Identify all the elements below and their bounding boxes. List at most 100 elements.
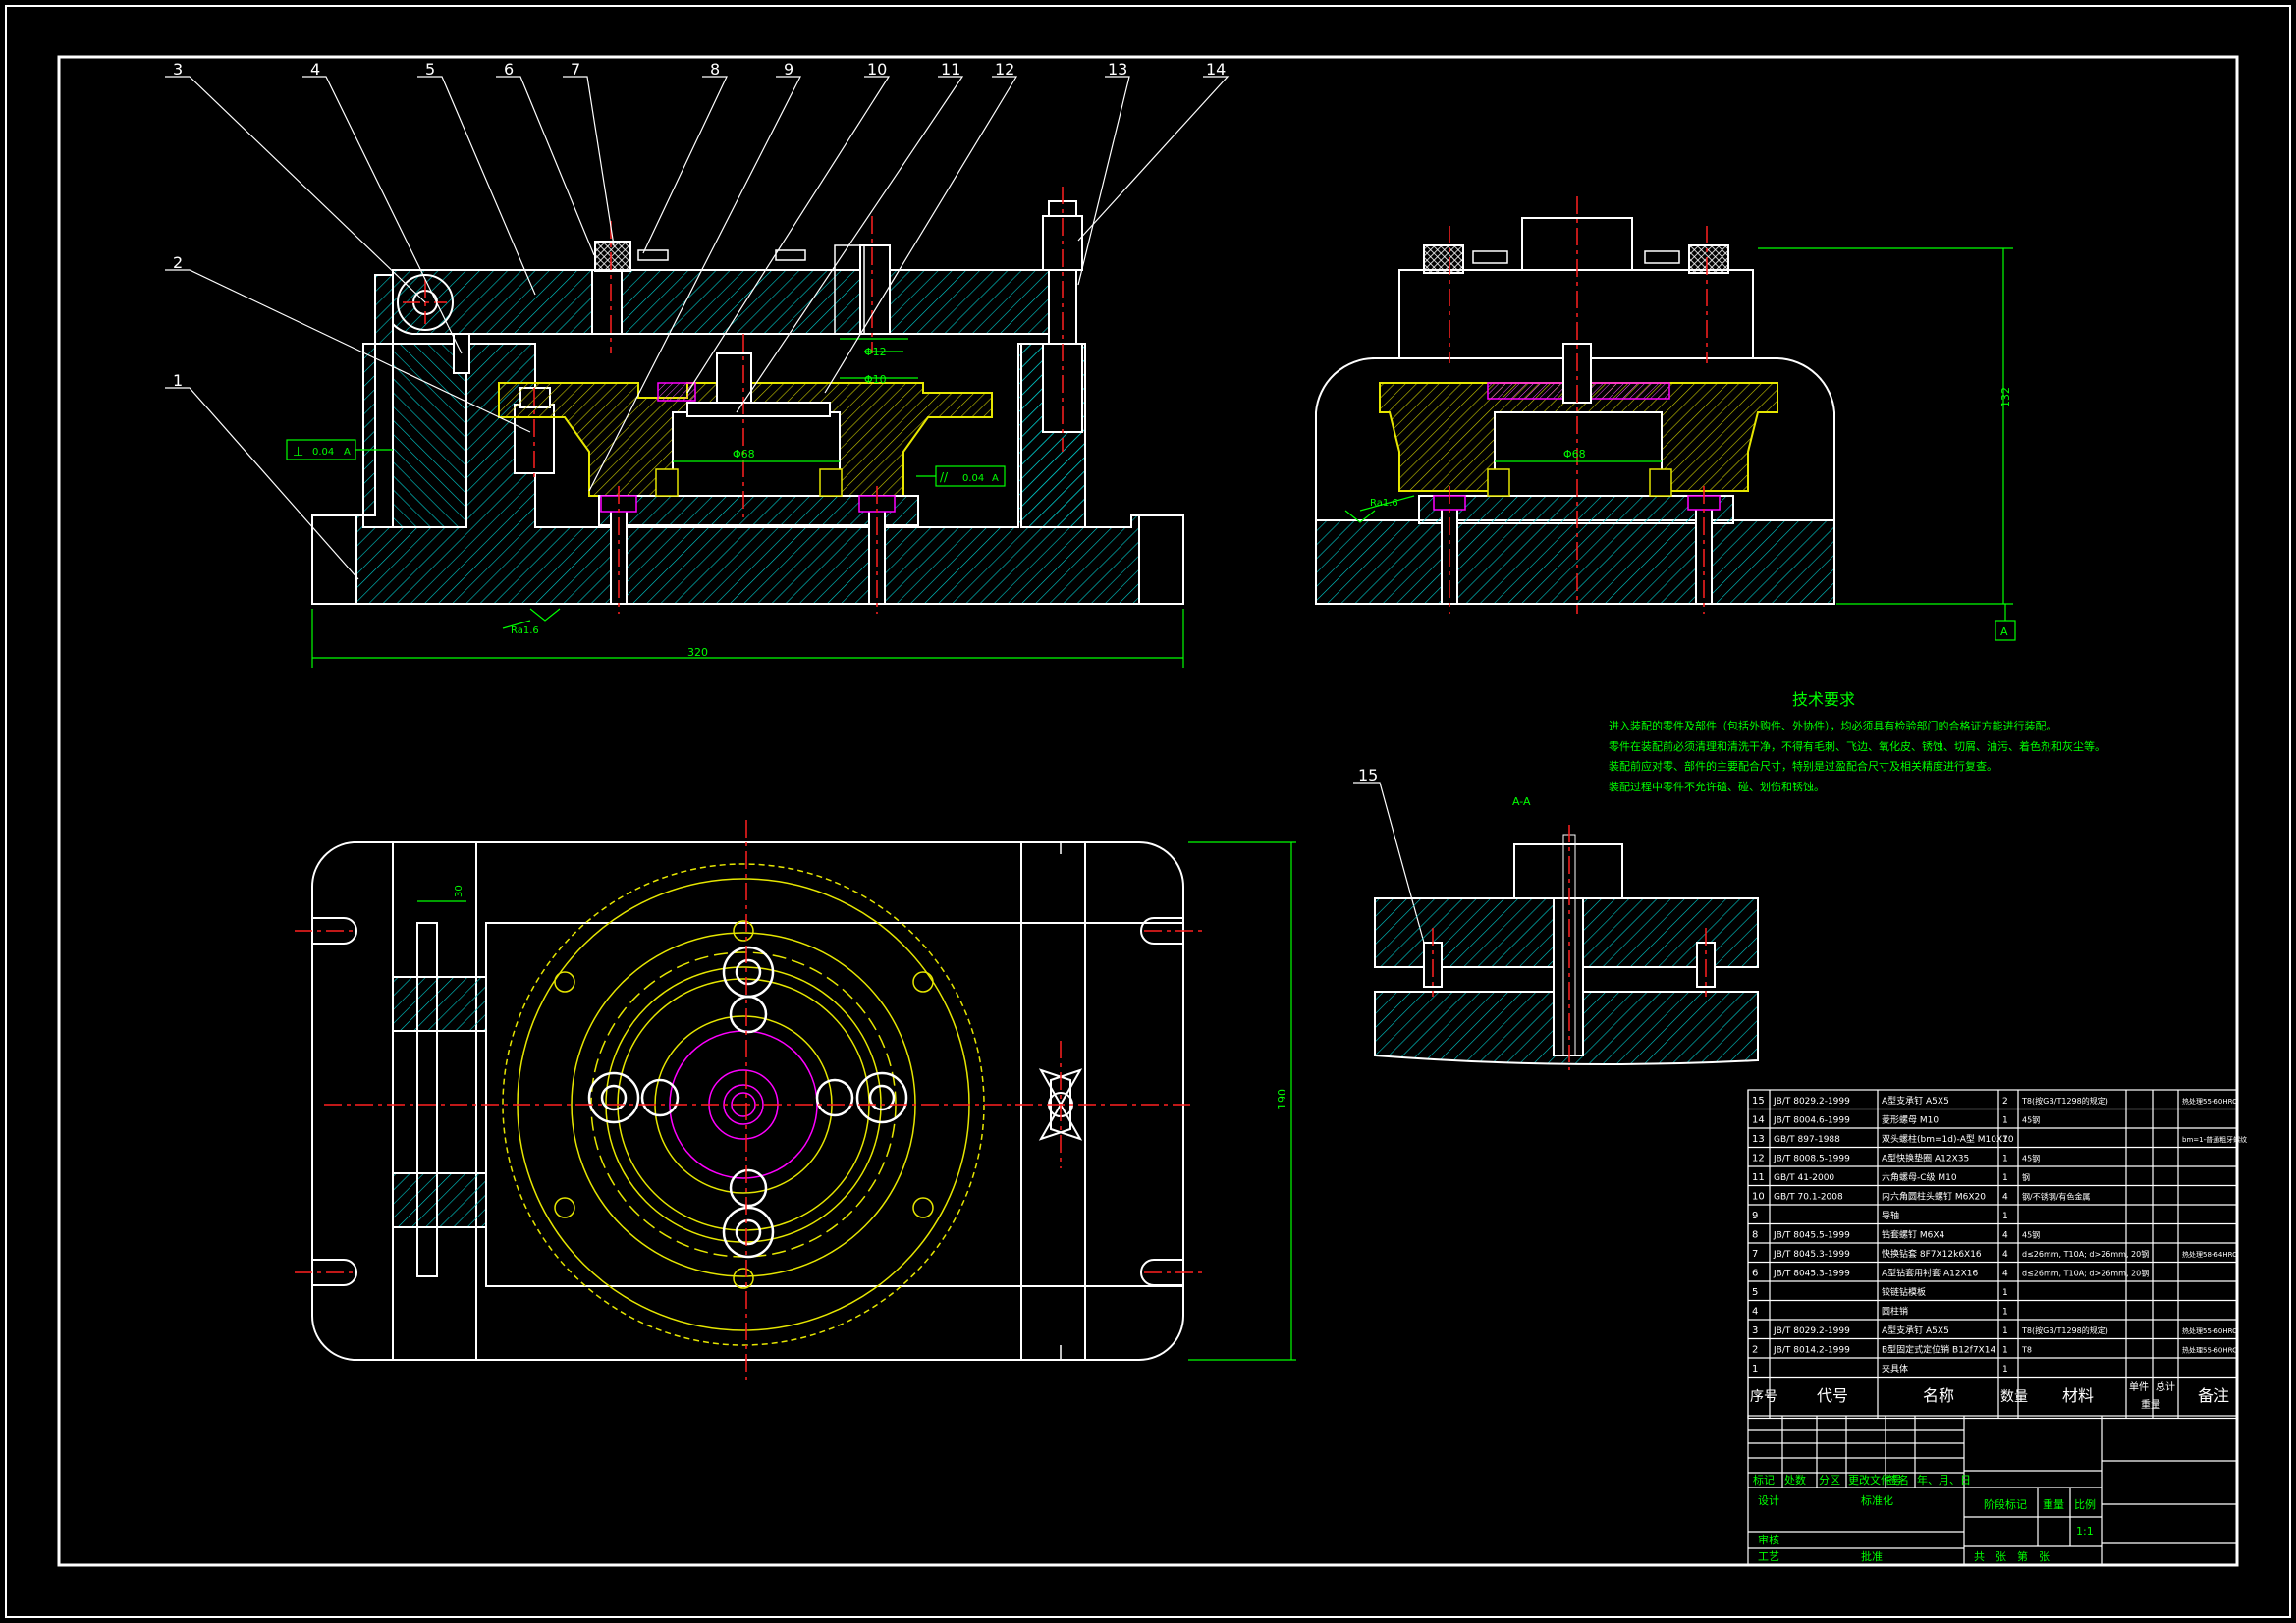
bom-cell-no: 7 bbox=[1752, 1249, 1758, 1260]
bom-cell-qty: 1 bbox=[2002, 1308, 2008, 1318]
top-view: 190 30 bbox=[295, 820, 1296, 1384]
bom-cell-no: 10 bbox=[1752, 1192, 1765, 1203]
bom-cell-name: 钻套螺钉 M6X4 bbox=[1882, 1229, 1945, 1241]
balloon-6: 6 bbox=[504, 60, 514, 79]
bom-cell-code: GB/T 897-1988 bbox=[1774, 1135, 1840, 1145]
bom-cell-qty: 1 bbox=[2002, 1346, 2008, 1356]
bom-cell-code: JB/T 8014.2-1999 bbox=[1773, 1346, 1850, 1356]
bom-cell-name: A型支承钉 A5X5 bbox=[1882, 1095, 1949, 1107]
bom-cell-no: 8 bbox=[1752, 1230, 1758, 1241]
bom-cell-name: A型钻套用衬套 A12X16 bbox=[1882, 1268, 1979, 1279]
bom-cell-mat: d≤26mm, T10A; d>26mm, 20钢 bbox=[2022, 1269, 2149, 1278]
tb-scale-value: 1:1 bbox=[2076, 1525, 2094, 1538]
tb-scale: 比例 bbox=[2074, 1497, 2096, 1511]
balloon-14: 14 bbox=[1206, 60, 1226, 79]
bom-cell-no: 6 bbox=[1752, 1269, 1758, 1279]
bom-cell-code: JB/T 8045.3-1999 bbox=[1773, 1250, 1850, 1260]
bom-cell-mat: d≤26mm, T10A; d>26mm, 20钢 bbox=[2022, 1249, 2149, 1259]
bom-cell-name: 铰链钻模板 bbox=[1882, 1286, 1926, 1298]
bom-cell-mat: 45钢 bbox=[2022, 1230, 2040, 1240]
perp-symbol: ⊥ bbox=[293, 445, 303, 460]
bom-cell-mat: 钢 bbox=[2022, 1172, 2030, 1182]
bom-cell-code: JB/T 8029.2-1999 bbox=[1773, 1097, 1850, 1107]
datum-a-side: A bbox=[2000, 625, 2008, 638]
dim-bush-10: Φ10 bbox=[864, 373, 887, 386]
bom-cell-mat: 45钢 bbox=[2022, 1115, 2040, 1125]
bom-cell-no: 9 bbox=[1752, 1211, 1758, 1221]
bom-cell-qty: 2 bbox=[2002, 1097, 2008, 1107]
bom-cell-qty: 4 bbox=[2002, 1250, 2008, 1260]
dim-bush-12: Φ12 bbox=[864, 346, 887, 358]
bom-cell-qty: 1 bbox=[2002, 1135, 2008, 1145]
bom-header-total: 总计 bbox=[2156, 1380, 2175, 1393]
tech-requirements: 技术要求 进入装配的零件及部件（包括外购件、外协件），均必须具有检验部门的合格证… bbox=[1609, 690, 2105, 793]
bom-cell-no: 4 bbox=[1752, 1307, 1758, 1318]
left-upright bbox=[392, 343, 467, 528]
bom-cell-remark: bm=1-普通粗牙螺纹 bbox=[2182, 1135, 2247, 1144]
bom-cell-qty: 1 bbox=[2002, 1173, 2008, 1183]
tb-sign: 签名 bbox=[1887, 1473, 1909, 1487]
tb-sheets: 共 张 第 张 bbox=[1974, 1549, 2050, 1563]
balloon-7: 7 bbox=[571, 60, 580, 79]
bom-header-remark: 备注 bbox=[2198, 1386, 2229, 1405]
bom-cell-name: 内六角圆柱头螺钉 M6X20 bbox=[1882, 1191, 1986, 1203]
bom-cell-name: 菱形螺母 M10 bbox=[1882, 1114, 1939, 1126]
tb-date: 年、月、日 bbox=[1917, 1473, 1971, 1487]
bom-cell-no: 13 bbox=[1752, 1134, 1765, 1145]
bom-cell-remark: 热处理58-64HRC bbox=[2182, 1250, 2237, 1259]
section-label: A-A bbox=[1512, 795, 1531, 808]
bom-cell-name: A型支承钉 A5X5 bbox=[1882, 1325, 1949, 1336]
bom-cell-mat: 钢/不锈钢/有色金属 bbox=[2022, 1192, 2090, 1202]
bom-cell-qty: 1 bbox=[2002, 1326, 2008, 1336]
balloon-15: 15 bbox=[1358, 766, 1378, 784]
roughness-front: Ra1.6 bbox=[511, 625, 539, 636]
dim-bore-side: Φ68 bbox=[1563, 448, 1586, 460]
title-block: 标记 处数 分区 更改文件号 签名 年、月、日 设计 标准化 阶段标记 重量 比… bbox=[1747, 1415, 2238, 1566]
tb-count: 处数 bbox=[1784, 1474, 1806, 1487]
dim-190: 190 bbox=[1276, 1089, 1288, 1109]
bom-cell-qty: 1 bbox=[2002, 1288, 2008, 1298]
bom-cell-qty: 4 bbox=[2002, 1270, 2008, 1279]
balloon-8: 8 bbox=[710, 60, 720, 79]
bom-cell-name: 导轴 bbox=[1882, 1210, 1899, 1221]
tb-mark: 标记 bbox=[1753, 1473, 1775, 1487]
tech-line-4: 装配过程中零件不允许磕、碰、划伤和锈蚀。 bbox=[1609, 780, 1825, 793]
bom-cell-no: 12 bbox=[1752, 1154, 1765, 1164]
bom-cell-name: 夹具体 bbox=[1882, 1363, 1908, 1375]
bom-cell-qty: 1 bbox=[2002, 1116, 2008, 1126]
tech-line-1: 进入装配的零件及部件（包括外购件、外协件），均必须具有检验部门的合格证方能进行装… bbox=[1609, 719, 2057, 732]
bom-cell-qty: 1 bbox=[2002, 1365, 2008, 1375]
leaders bbox=[165, 76, 1425, 944]
balloon-10: 10 bbox=[867, 60, 887, 79]
bom-cell-name: B型固定式定位销 B12f7X14 bbox=[1882, 1344, 1995, 1356]
bom-header-name: 名称 bbox=[1923, 1386, 1954, 1405]
perp-datum: A bbox=[344, 447, 351, 458]
dim-bore-front: Φ68 bbox=[733, 448, 755, 460]
bom-cell-mat: T8(按GB/T1298的规定) bbox=[2021, 1096, 2108, 1106]
bom-header-qty: 数量 bbox=[2000, 1389, 2028, 1405]
balloon-13: 13 bbox=[1108, 60, 1127, 79]
bom-cell-no: 2 bbox=[1752, 1345, 1758, 1356]
bom-cell-remark: 热处理55-60HRC bbox=[2182, 1326, 2237, 1335]
bom-cell-no: 3 bbox=[1752, 1325, 1758, 1336]
bom-cell-no: 1 bbox=[1752, 1364, 1758, 1375]
par-value: 0.04 bbox=[962, 473, 984, 484]
front-view: 320 Φ68 Φ12 Φ10 ⊥ 0.04 A // 0.04 A Ra1.6 bbox=[286, 187, 1184, 668]
balloon-4: 4 bbox=[310, 60, 320, 79]
tech-line-3: 装配前应对零、部件的主要配合尺寸，特别是过盈配合尺寸及相关精度进行复查。 bbox=[1609, 759, 1997, 773]
bom-cell-qty: 1 bbox=[2002, 1155, 2008, 1164]
bom-header-mat: 材料 bbox=[2062, 1386, 2094, 1405]
side-view: 132 A Φ68 Ra1.6 bbox=[1315, 196, 2016, 641]
tb-stage: 阶段标记 bbox=[1984, 1497, 2027, 1511]
bom-cell-code: JB/T 8029.2-1999 bbox=[1773, 1326, 1850, 1336]
bom-cell-qty: 1 bbox=[2002, 1212, 2008, 1221]
dim-slot: 30 bbox=[454, 885, 465, 897]
bom-cell-qty: 4 bbox=[2002, 1193, 2008, 1203]
bom-cell-remark: 热处理55-60HRC bbox=[2182, 1097, 2237, 1106]
bom-cell-mat: 45钢 bbox=[2022, 1154, 2040, 1163]
bom-header-no: 序号 bbox=[1750, 1389, 1777, 1405]
bom-cell-no: 5 bbox=[1752, 1287, 1758, 1298]
bom-cell-qty: 4 bbox=[2002, 1231, 2008, 1241]
